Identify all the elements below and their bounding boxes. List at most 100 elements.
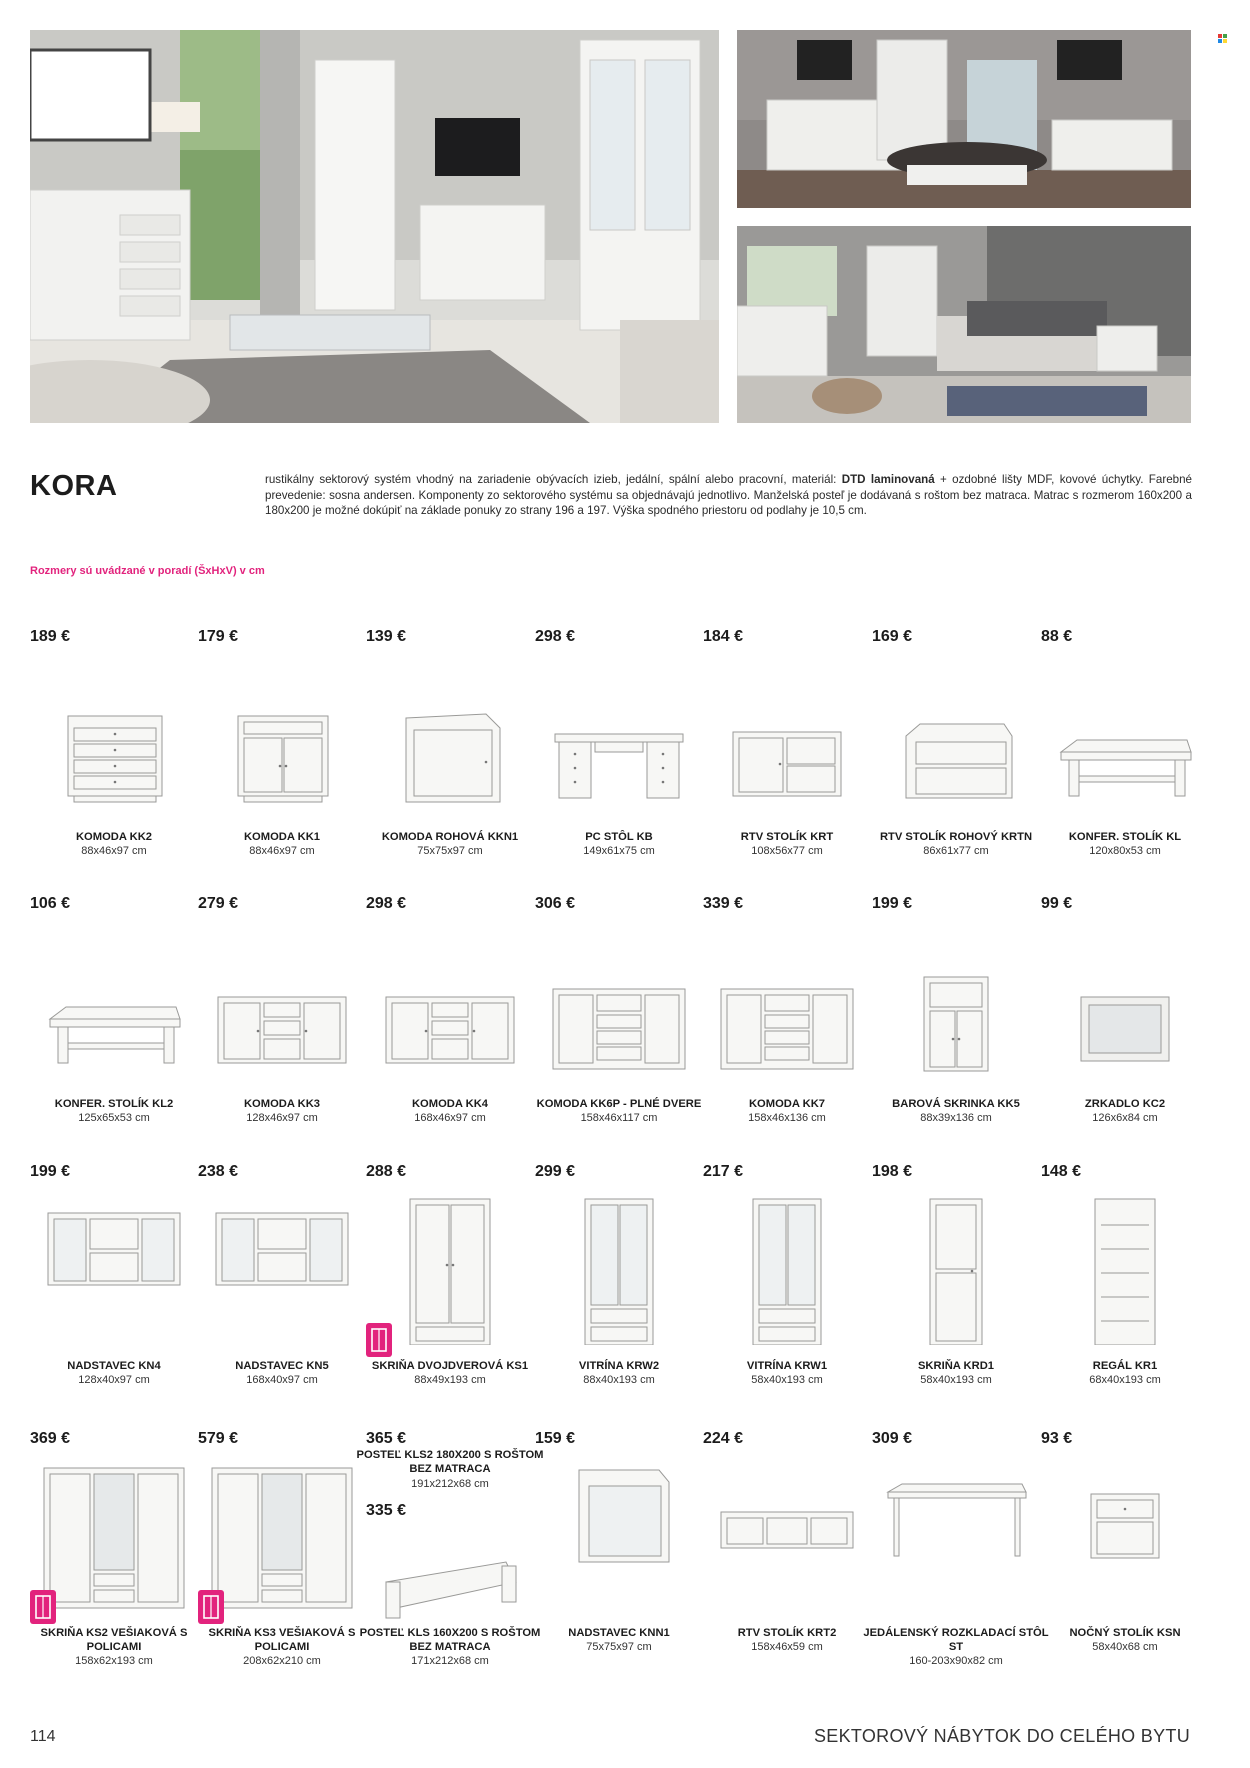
product-dims: 75x75x97 cm	[586, 1641, 652, 1653]
collection-description: rustikálny sektorový systém vhodný na za…	[265, 473, 1192, 517]
product-card[interactable]: 88 € KONFER. STOLÍK KL 120x80x53 cm	[1041, 628, 1209, 888]
brand-mark-icon	[1218, 34, 1228, 43]
living-room-photo	[30, 30, 719, 423]
product-price-alt: 365 €	[366, 1430, 407, 1447]
product-price: 93 €	[1041, 1430, 1073, 1447]
glass-cabinet-icon	[535, 1185, 703, 1345]
sideboard-icon	[366, 965, 534, 1073]
product-dims: 168x40x97 cm	[246, 1374, 318, 1386]
product-dims: 68x40x193 cm	[1089, 1374, 1161, 1386]
tall-cabinet-icon	[872, 1185, 1040, 1345]
product-name: RTV STOLÍK KRT	[740, 831, 834, 843]
product-name: SKRIŇA DVOJDVEROVÁ KS1	[371, 1360, 529, 1372]
product-card[interactable]: 298 € KOMODA KK4 168x46x97 cm	[366, 895, 534, 1155]
product-dims: 88x39x136 cm	[920, 1112, 992, 1124]
product-dims-alt: 191x212x68 cm	[411, 1478, 489, 1490]
product-name: POSTEĽ KLS 160X200 S ROŠTOM BEZ MATRACA	[359, 1627, 541, 1653]
product-price: 288 €	[366, 1163, 407, 1180]
product-price: 217 €	[703, 1163, 744, 1180]
product-dims: 75x75x97 cm	[417, 845, 483, 857]
corner-dresser-icon	[366, 698, 534, 806]
product-price: 335 €	[366, 1502, 407, 1519]
bed-icon	[366, 1522, 534, 1622]
product-name: KOMODA KK4	[411, 1098, 489, 1110]
tv-stand-icon	[703, 698, 871, 806]
product-name: RTV STOLÍK ROHOVÝ KRTN	[879, 831, 1033, 843]
product-dims: 125x65x53 cm	[78, 1112, 150, 1124]
product-price: 179 €	[198, 628, 239, 645]
product-dims: 158x46x117 cm	[580, 1112, 658, 1124]
glass-cabinet-icon	[703, 1185, 871, 1345]
product-dims: 88x46x97 cm	[249, 845, 315, 857]
product-dims: 88x49x193 cm	[414, 1374, 486, 1386]
section-title: SEKTOROVÝ NÁBYTOK DO CELÉHO BYTU	[813, 1726, 1190, 1746]
dresser-icon	[198, 698, 366, 806]
product-card[interactable]: 365 € POSTEĽ KLS2 180X200 S ROŠTOM BEZ MA…	[357, 1430, 544, 1690]
product-name: KONFER. STOLÍK KL	[1068, 831, 1182, 843]
page-number: 114	[30, 1728, 56, 1745]
product-dims: 120x80x53 cm	[1089, 845, 1161, 857]
product-dims: 128x40x97 cm	[78, 1374, 150, 1386]
product-name: KOMODA KK6P - PLNÉ DVERE	[536, 1098, 702, 1110]
bar-cabinet-icon	[872, 965, 1040, 1073]
product-card[interactable]: 148 € REGÁL KR1 68x40x193 cm	[1041, 1163, 1209, 1423]
product-name: KOMODA KK2	[75, 831, 153, 843]
product-price: 339 €	[703, 895, 744, 912]
product-price: 298 €	[366, 895, 407, 912]
product-dims: 158x46x136 cm	[748, 1112, 826, 1124]
product-name-alt: POSTEĽ KLS2 180X200 S ROŠTOM BEZ MATRACA	[356, 1449, 544, 1475]
product-dims: 160-203x90x82 cm	[909, 1655, 1003, 1667]
chest-of-drawers-icon	[30, 698, 198, 806]
product-card[interactable]: 288 € SKRIŇA DVOJDVEROVÁ KS1 88x49x193 cm	[366, 1163, 534, 1423]
product-name: KONFER. STOLÍK KL2	[54, 1098, 174, 1110]
corner-hutch-icon	[535, 1452, 703, 1612]
product-price: 224 €	[703, 1430, 744, 1447]
product-name: RTV STOLÍK KRT2	[737, 1627, 837, 1639]
product-name: BAROVÁ SKRINKA KK5	[892, 1098, 1020, 1110]
product-price: 88 €	[1041, 628, 1073, 645]
product-price: 298 €	[535, 628, 576, 645]
product-price: 238 €	[198, 1163, 239, 1180]
product-dims: 58x40x68 cm	[1092, 1641, 1158, 1653]
product-dims: 171x212x68 cm	[411, 1655, 489, 1667]
product-name: KOMODA KK3	[243, 1098, 321, 1110]
product-dims: 58x40x193 cm	[920, 1374, 992, 1386]
product-dims: 108x56x77 cm	[751, 845, 823, 857]
product-dims: 88x40x193 cm	[583, 1374, 655, 1386]
product-name: REGÁL KR1	[1092, 1360, 1158, 1372]
mirror-wardrobe-icon	[30, 1452, 198, 1612]
hutch-icon	[30, 1185, 198, 1345]
wardrobe-feature-badge-icon	[30, 1590, 56, 1624]
product-price: 99 €	[1041, 895, 1073, 912]
product-price: 148 €	[1041, 1163, 1082, 1180]
product-dims: 168x46x97 cm	[414, 1112, 486, 1124]
wardrobe-feature-badge-icon	[198, 1590, 224, 1624]
tv-room-photo	[737, 30, 1191, 208]
wardrobe-feature-badge-icon	[366, 1323, 392, 1357]
product-name: KOMODA ROHOVÁ KKN1	[381, 831, 519, 843]
product-dims: 58x40x193 cm	[751, 1374, 823, 1386]
